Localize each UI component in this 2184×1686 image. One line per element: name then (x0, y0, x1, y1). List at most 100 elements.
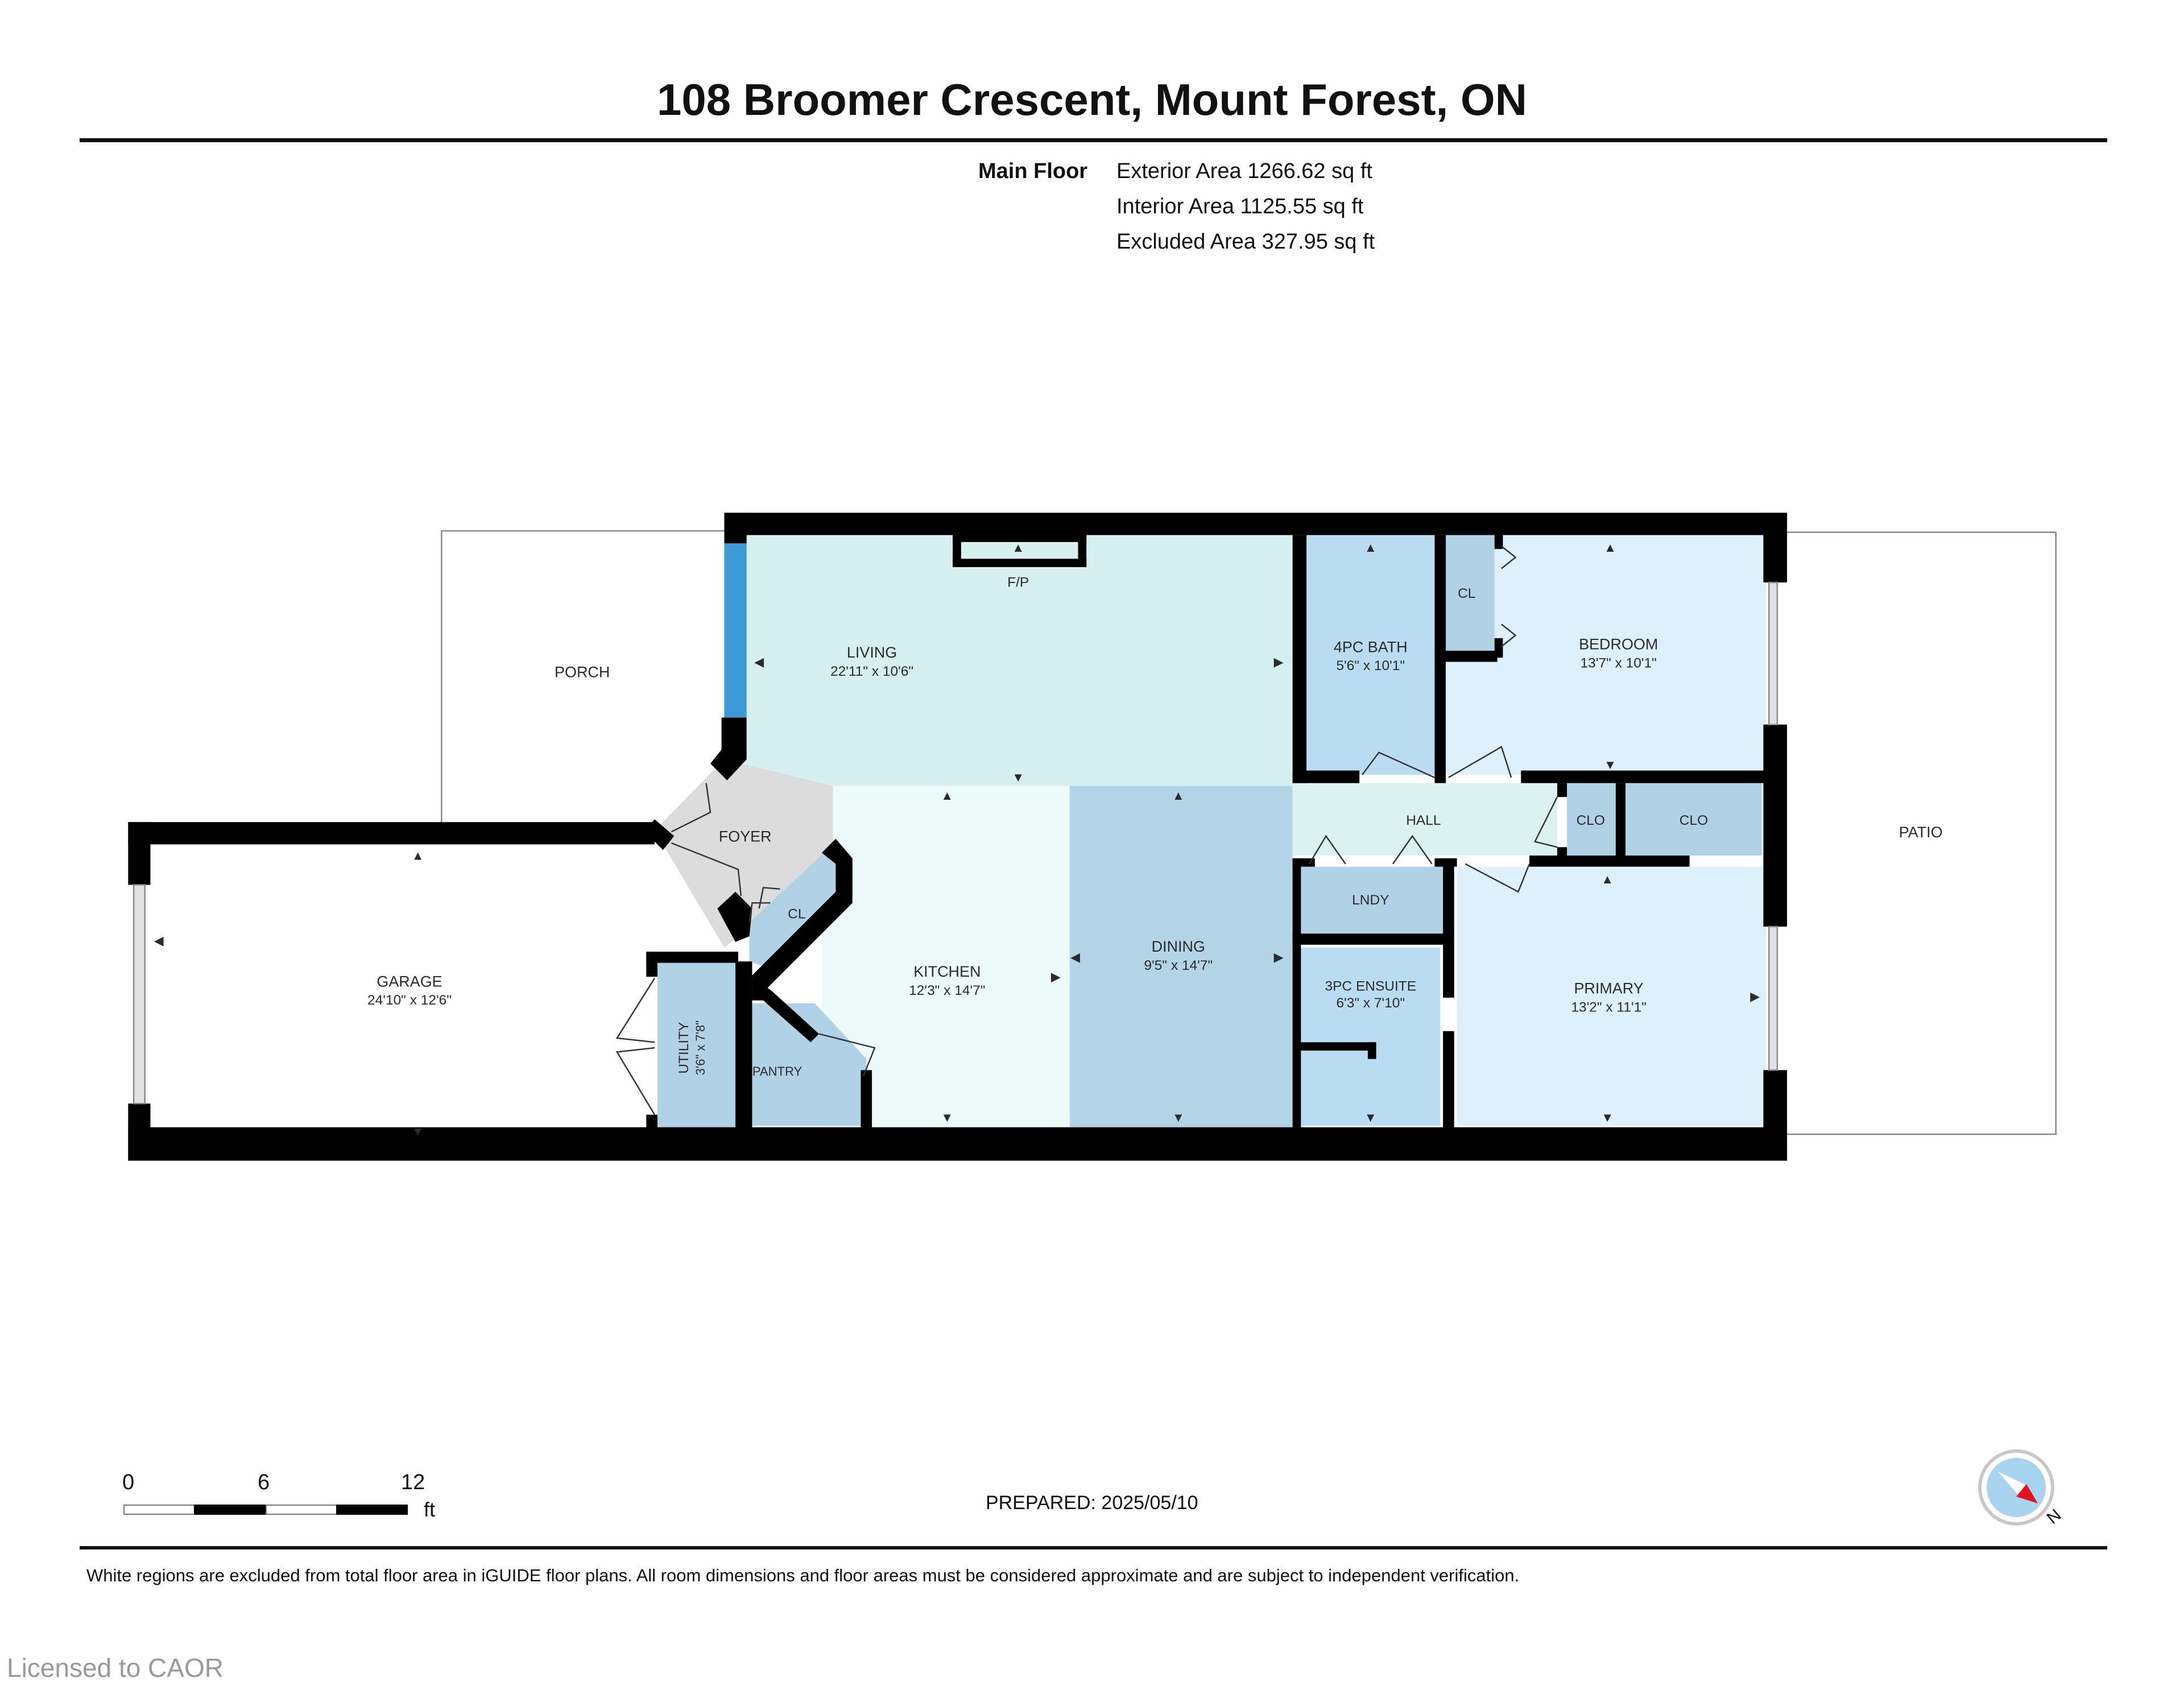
windows (133, 543, 1778, 1105)
clo1-label: CLO (1577, 813, 1605, 828)
wall-right-middle (1763, 724, 1788, 927)
primary-window (1768, 925, 1778, 1071)
wall-closet-right-top (1494, 535, 1503, 549)
svg-text:▲: ▲ (1601, 872, 1614, 886)
svg-text:▼: ▼ (941, 1110, 953, 1125)
utility-door-2 (615, 1047, 656, 1115)
closet-door-1 (748, 902, 771, 923)
primary-fill (1457, 866, 1767, 1126)
patio-outline (1787, 531, 2057, 1135)
prepared-date: PREPARED: 2025/05/10 (986, 1492, 1198, 1514)
wall-closet-bottom (1434, 650, 1498, 662)
svg-text:▶: ▶ (1274, 655, 1284, 669)
wall-bedroom-bottom (1521, 770, 1767, 783)
wall-clo-divider (1615, 783, 1625, 856)
bath4-label: 4PC BATH (1334, 638, 1408, 655)
svg-text:◀: ◀ (754, 655, 764, 669)
excluded-area: Excluded Area 327.95 sq ft (1116, 230, 1375, 254)
door-swings (615, 546, 1558, 1115)
wall-primary-top (1529, 856, 1690, 867)
svg-text:▶: ▶ (1750, 989, 1760, 1003)
primary-door (1465, 863, 1531, 893)
scale-tick-12: 12 (401, 1470, 425, 1494)
svg-text:▼: ▼ (1172, 1110, 1185, 1125)
bath4-dims: 5'6" x 10'1" (1336, 658, 1405, 673)
wall-pantry-diag (752, 975, 819, 1043)
scale-bar: 0 6 12 ft (122, 1470, 441, 1527)
utility-door-1 (615, 977, 656, 1043)
wall-utility-right (735, 961, 752, 1136)
wall-closet-diagonal (752, 838, 853, 993)
patio-label: PATIO (1899, 824, 1943, 841)
svg-text:▼: ▼ (1012, 770, 1024, 784)
foyer-closet-label: CL (788, 906, 805, 921)
bcloset-door-1 (1501, 546, 1517, 569)
header-divider (80, 138, 2107, 142)
svg-text:▶: ▶ (1274, 950, 1284, 964)
ensuite-fill (1298, 947, 1441, 1126)
garage-label: GARAGE (377, 973, 442, 990)
wall-garage-left-upper (128, 822, 151, 885)
primary-dims: 13'2" x 11'1" (1571, 999, 1646, 1015)
bcloset-door-2 (1501, 623, 1517, 647)
bath4-fill (1306, 535, 1435, 775)
exterior-area: Exterior Area 1266.62 sq ft (1116, 159, 1372, 183)
fireplace-bottom (953, 559, 1087, 567)
room-fills (655, 535, 1767, 1129)
pantry-fill (752, 1003, 867, 1126)
fireplace-top (953, 534, 1087, 542)
svg-text:▼: ▼ (1601, 1110, 1614, 1125)
property-address-title: 108 Broomer Crescent, Mount Forest, ON (657, 75, 1527, 125)
dining-fill (1069, 786, 1293, 1127)
wall-living-left-top (724, 513, 747, 544)
wall-shower (1298, 1042, 1376, 1051)
bedroom-window (1768, 581, 1778, 726)
hall-fill (1292, 783, 1557, 856)
bedroom-door (1448, 746, 1512, 778)
svg-text:▲: ▲ (941, 788, 953, 803)
dining-dims: 9'5" x 14'7" (1144, 958, 1213, 973)
wall-ensuite-right (1443, 858, 1454, 998)
garage-dims: 24'10" x 12'6" (367, 993, 452, 1008)
wall-hall-left-lower (1292, 858, 1301, 1133)
living-fill (738, 535, 1293, 786)
excluded-outlines (441, 530, 2057, 1135)
dimension-arrows: ▲ ◀ ▶ ▼ ▲ ▲ ▲ ◀ ▼ ▼ ▼ ◀ ▶ ▶ ▲ ▲ ▼ ▲ ▼ ▶ … (154, 540, 1760, 1138)
wall-closet-right-bottom (1494, 638, 1503, 658)
living-label: LIVING (847, 644, 897, 661)
bedroom-label: BEDROOM (1579, 636, 1658, 653)
svg-text:▼: ▼ (1364, 1110, 1377, 1125)
svg-text:▶: ▶ (1051, 970, 1061, 984)
utility-fill (657, 961, 736, 1129)
clo2-label: CLO (1680, 813, 1708, 828)
wall-shower-end (1367, 1042, 1376, 1059)
closet-door-2 (758, 887, 780, 909)
scale-segment-1 (123, 1505, 195, 1515)
bedroom-fill (1443, 535, 1767, 775)
floor-label: Main Floor (978, 159, 1088, 183)
bedroom-closet-fill (1443, 535, 1495, 651)
kitchen-dims: 12'3" x 14'7" (909, 983, 985, 998)
svg-text:▲: ▲ (1364, 540, 1377, 555)
ensuite-dims: 6'3" x 7'10" (1336, 995, 1405, 1011)
room-labels: PORCH LIVING 22'11" x 10'6" F/P 4PC BATH… (367, 575, 1942, 1078)
wall-foyer-corner (643, 819, 675, 850)
hall-label: HALL (1406, 813, 1441, 828)
clo2-fill (1625, 783, 1762, 856)
laundry-door-1 (1308, 834, 1346, 865)
porch-outline (441, 530, 725, 825)
bath-door (1362, 751, 1435, 778)
svg-text:▲: ▲ (412, 848, 424, 862)
scale-unit: ft (424, 1498, 436, 1521)
wall-ensuite-right-lower (1443, 1031, 1454, 1129)
wall-clo1-left-top (1557, 783, 1567, 797)
foyer-door-2 (671, 842, 742, 896)
kitchen-label: KITCHEN (913, 963, 981, 980)
wall-garage-left-lower (128, 1104, 151, 1161)
clo1-fill (1567, 783, 1616, 856)
scale-tick-0: 0 (122, 1470, 135, 1494)
wall-bath-bottom-left (1292, 770, 1360, 783)
wall-utility-top (646, 952, 738, 963)
wall-foyer-low (717, 891, 752, 942)
primary-label: PRIMARY (1574, 980, 1643, 997)
